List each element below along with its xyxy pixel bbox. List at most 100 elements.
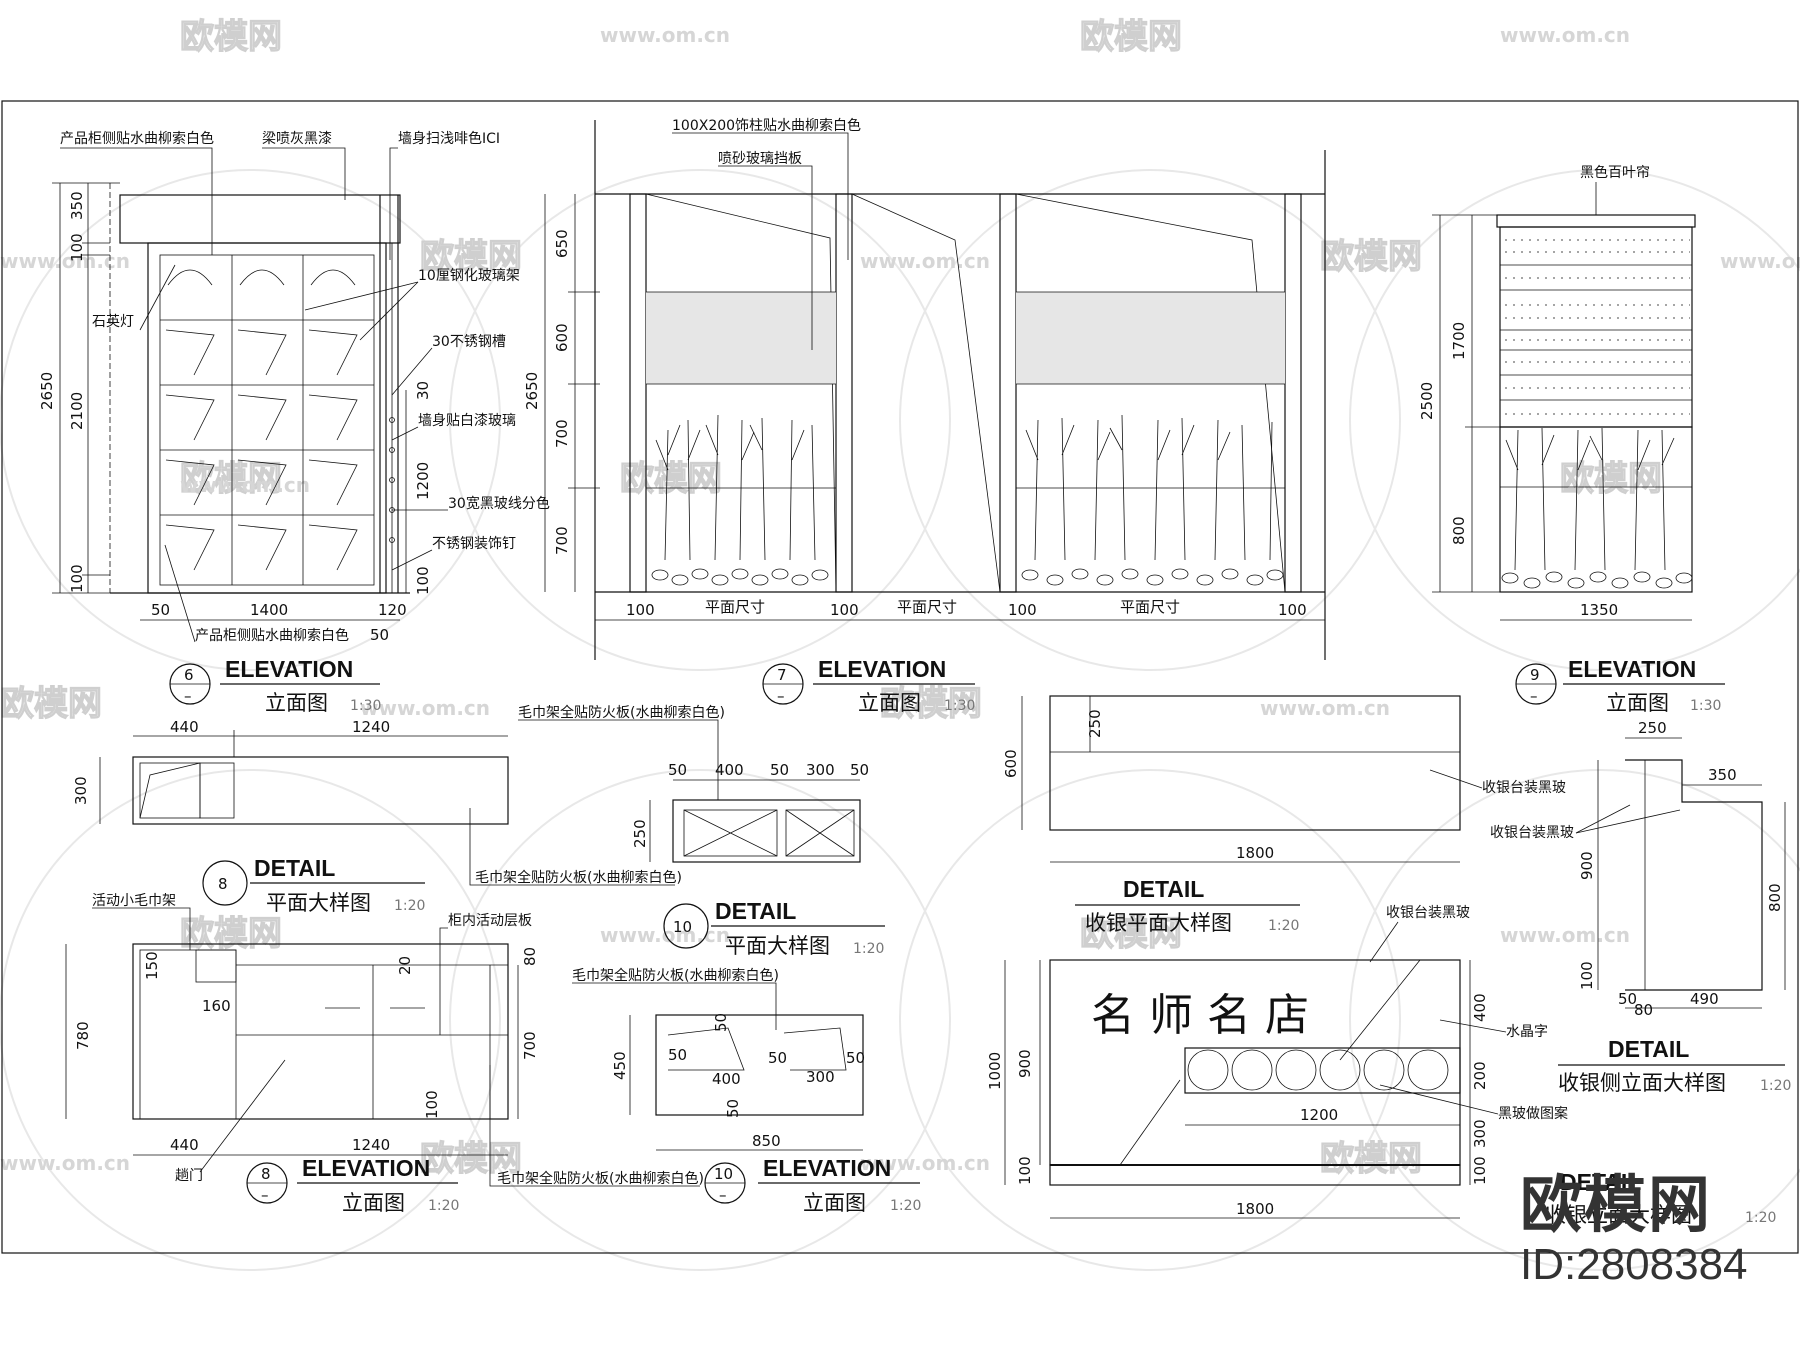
dim-100: 100 — [68, 233, 86, 262]
view-scale: 1:20 — [428, 1198, 459, 1214]
plan-outline — [132, 756, 509, 825]
view-scale: 1:20 — [394, 898, 425, 914]
dim-300: 300 — [806, 761, 835, 779]
cabinet-frame — [147, 242, 387, 594]
pattern-circles — [1187, 1049, 1449, 1091]
brand-corner: 欧模网 ID:2808384 — [1520, 1170, 1800, 1290]
elevation-10: 450 50 50 50 50 400 300 50 850 毛巾架全贴防火板(… — [489, 967, 921, 1215]
watermark-url: www.om.cn — [600, 23, 730, 47]
dim-490: 490 — [1690, 990, 1719, 1008]
view-title: ELEVATION — [1568, 656, 1696, 682]
dim-300: 300 — [806, 1068, 835, 1086]
dim-100: 100 — [626, 601, 655, 619]
dim-1700: 1700 — [1450, 322, 1468, 360]
detail-10-plan: 50 400 50 300 50 250 毛巾架全贴防火板(水曲柳索白色) 10… — [518, 704, 885, 958]
plan-outline — [672, 799, 861, 863]
dim-900: 900 — [1016, 1049, 1034, 1078]
watermark-url: www.om.cn — [1720, 249, 1800, 273]
dim-30: 30 — [414, 381, 432, 400]
frosted-glass — [646, 292, 836, 384]
watermark-url: www.om.cn — [360, 696, 490, 720]
dim-440: 440 — [170, 718, 199, 736]
dim-50: 50 — [370, 626, 389, 644]
dim-400: 400 — [715, 761, 744, 779]
view-dash: – — [1530, 687, 1538, 705]
note-black-blind: 黑色百叶帘 — [1580, 164, 1650, 181]
dim-700: 700 — [553, 419, 571, 448]
view-dash: – — [184, 687, 192, 705]
dim-440: 440 — [170, 1136, 199, 1154]
sheet-border — [1, 100, 1799, 1254]
dim-700: 700 — [521, 1031, 539, 1060]
dim-2500: 2500 — [1418, 382, 1436, 420]
view-subtitle: 立面图 — [803, 1191, 866, 1215]
frosted-glass — [1016, 292, 1285, 384]
view-number: 10 — [673, 918, 692, 936]
watermark-brand: 欧模网 — [880, 684, 982, 724]
note-glass-shelf: 10厘钢化玻璃架 — [418, 267, 520, 284]
note-quartz-lamp: 石英灯 — [92, 313, 134, 330]
view-subtitle: 立面图 — [342, 1191, 405, 1215]
dim-600: 600 — [1002, 749, 1020, 778]
dim-400: 400 — [712, 1070, 741, 1088]
dim-100: 100 — [1008, 601, 1037, 619]
cashier-plan: 600 250 1800 收银台装黑玻 DETAIL 收银平面大样图 1:20 — [1002, 695, 1566, 935]
view-dash: – — [777, 687, 785, 705]
dim-100: 100 — [68, 564, 86, 593]
dim-200: 200 — [1471, 1061, 1489, 1090]
pillar — [835, 193, 853, 593]
note-inner-shelf: 柜内活动层板 — [448, 913, 532, 929]
view-title: DETAIL — [1608, 1036, 1689, 1062]
dim-2650: 2650 — [523, 372, 541, 410]
dim-plan-size: 平面尺寸 — [897, 598, 957, 616]
watermark-brand: 欧模网 — [1320, 237, 1422, 277]
note-pillar: 100X200饰柱贴水曲柳索白色 — [672, 117, 861, 134]
watermark-url: www.om.cn — [860, 249, 990, 273]
watermark-brand: 欧模网 — [420, 237, 522, 277]
view-title: ELEVATION — [818, 656, 946, 682]
watermark-url: www.om.cn — [0, 249, 130, 273]
view-number: 9 — [1530, 666, 1540, 684]
blind-header — [1496, 214, 1696, 228]
dim-100: 100 — [414, 566, 432, 595]
towel-rack-elevation — [655, 1014, 864, 1116]
view-title: DETAIL — [1560, 1169, 1641, 1195]
counter-plan — [1049, 695, 1461, 831]
watermark-brand: 欧模网 — [1320, 1139, 1422, 1179]
model-id: ID:2808384 — [1520, 1240, 1748, 1289]
pebbles — [651, 568, 1284, 586]
note-glass-pattern: 黑玻做图案 — [1498, 1105, 1568, 1122]
dim-50: 50 — [768, 1049, 787, 1067]
dim-350: 350 — [1708, 766, 1737, 784]
pattern-band — [1184, 1047, 1461, 1094]
cabinet-inner — [159, 254, 375, 586]
note-fireproof-panel: 毛巾架全贴防火板(水曲柳索白色) — [475, 869, 682, 886]
view-subtitle: 收银侧立面大样图 — [1558, 1071, 1726, 1095]
blind-pattern — [1505, 239, 1690, 415]
glass-reflection — [1119, 959, 1421, 1166]
view-dash: – — [719, 1186, 727, 1204]
detail-8-plan: 440 1240 300 毛巾架全贴防火板(水曲柳索白色) 8 DETAIL 平… — [72, 718, 682, 915]
watermark-url: www.om.cn — [1500, 23, 1630, 47]
brand-logo: 欧模网 — [1520, 1168, 1713, 1241]
pillar — [999, 193, 1017, 593]
note-crystal-letters: 水晶字 — [1506, 1024, 1548, 1040]
watermark-brand: 欧模网 — [1080, 17, 1182, 57]
elevation-8: 780 150 160 20 80 700 100 440 1240 活动小毛巾… — [65, 893, 539, 1215]
watermark-brand: 欧模网 — [180, 459, 282, 499]
pillar — [1284, 193, 1302, 593]
note-fireproof-panel: 毛巾架全贴防火板(水曲柳索白色) — [572, 967, 779, 984]
dim-50: 50 — [850, 761, 869, 779]
note-sandblasted-glass: 喷砂玻璃挡板 — [718, 150, 802, 167]
dim-50: 50 — [846, 1049, 865, 1067]
view-number: 8 — [218, 875, 228, 893]
dim-600: 600 — [553, 323, 571, 352]
dim-1240: 1240 — [352, 1136, 390, 1154]
note-towel-rack: 活动小毛巾架 — [92, 893, 176, 909]
watermark-url: www.om.cn — [180, 473, 310, 497]
view-scale: 1:20 — [853, 941, 884, 957]
note-black-glass: 收银台装黑玻 — [1490, 825, 1574, 841]
view-dash: – — [261, 1186, 269, 1204]
note-sliding-door: 趟门 — [175, 1168, 203, 1184]
dim-80: 80 — [521, 947, 539, 966]
